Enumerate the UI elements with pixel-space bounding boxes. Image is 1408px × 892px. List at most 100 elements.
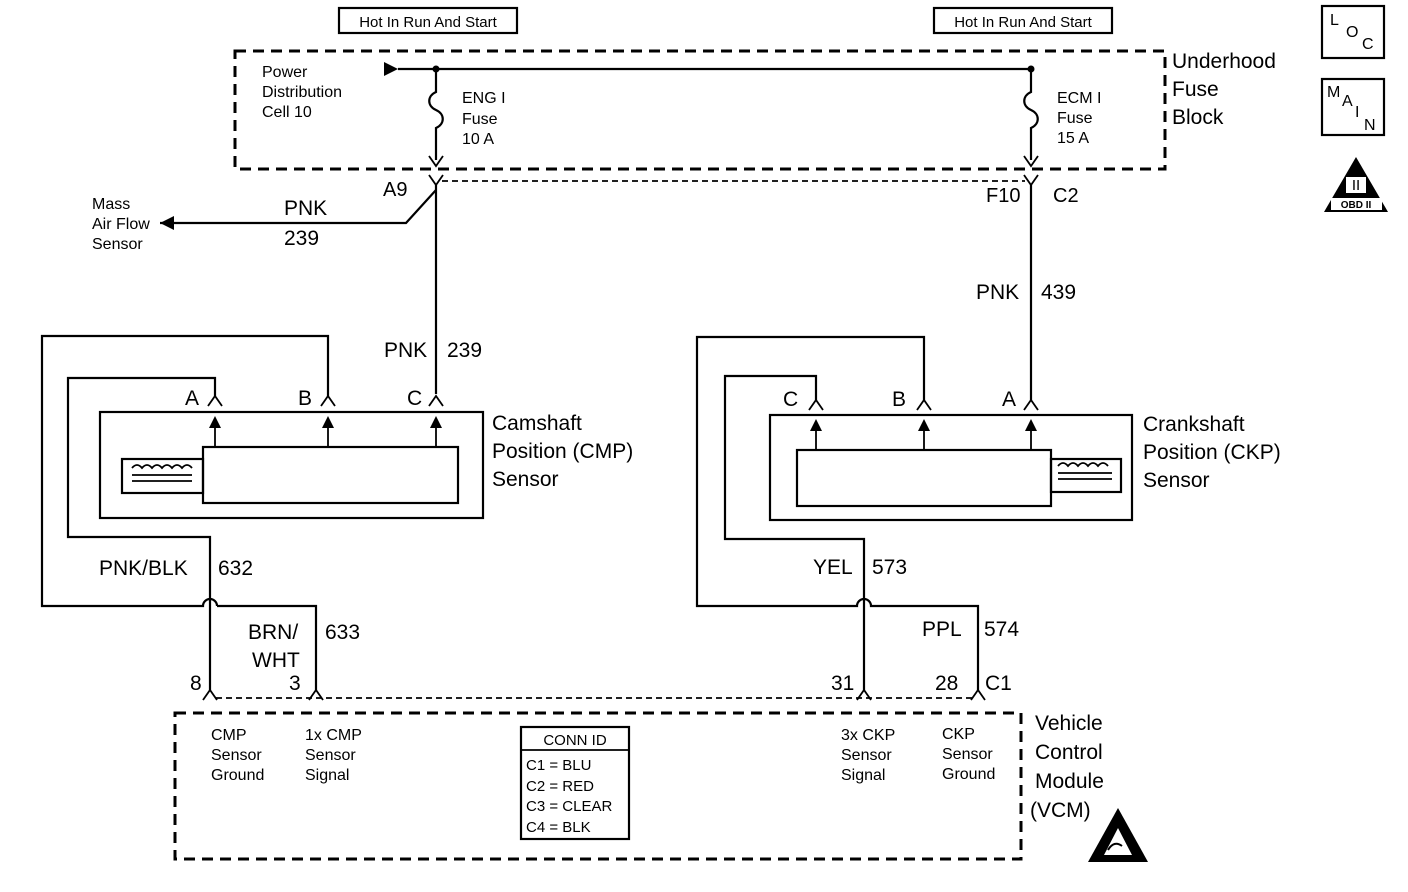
ecm-fuse-label: ECM I Fuse 15 A (1057, 90, 1101, 147)
power-bus-arrow-icon (384, 62, 398, 76)
svg-text:Signal: Signal (841, 767, 885, 784)
svg-text:Air Flow: Air Flow (92, 216, 150, 233)
svg-text:Distribution: Distribution (262, 84, 342, 101)
vcm-ckp-signal-label: 3x CKP Sensor Signal (841, 727, 895, 784)
wire-brn-wht-633 (217, 604, 318, 690)
svg-text:Cell 10: Cell 10 (262, 104, 312, 121)
connector-c2: C2 (1053, 185, 1079, 207)
svg-text:Sensor: Sensor (1143, 469, 1210, 492)
eng-fuse-icon (428, 69, 444, 160)
svg-text:Signal: Signal (305, 767, 349, 784)
svg-text:I: I (1355, 104, 1359, 121)
eng-fuse-terminal-icon (428, 155, 444, 168)
vcm-ckp-ground-label: CKP Sensor Ground (942, 726, 995, 783)
svg-text:Position (CKP): Position (CKP) (1143, 441, 1281, 464)
cmp-feed-wire-color: PNK (384, 339, 427, 362)
ckp-ground-wire-circuit: 574 (984, 618, 1019, 641)
svg-text:1x CMP: 1x CMP (305, 727, 362, 744)
wire-pnk-blk-632 (66, 376, 217, 690)
maf-arrow-icon (160, 216, 174, 230)
svg-text:Control: Control (1035, 741, 1103, 764)
a9-terminal-icon (428, 174, 444, 187)
cmp-ground-wire-circuit: 632 (218, 557, 253, 580)
connector-c1: C1 (985, 672, 1012, 695)
svg-text:Ground: Ground (942, 766, 995, 783)
wire-ppl-574 (695, 335, 980, 690)
svg-text:O: O (1346, 24, 1358, 41)
ckp-sensor (768, 413, 1134, 522)
cmp-signal-wire-color-1: BRN/ (248, 621, 298, 644)
svg-text:Fuse: Fuse (462, 111, 498, 128)
svg-text:Sensor: Sensor (841, 747, 892, 764)
svg-text:Sensor: Sensor (492, 468, 559, 491)
ckp-pin-arrows-icon (810, 419, 1037, 450)
cmp-pin-b: B (298, 387, 312, 410)
conn-id-table: CONN ID C1 = BLU C2 = RED C3 = CLEAR C4 … (519, 725, 631, 841)
fuse-block-title: Underhood Fuse Block (1172, 50, 1276, 129)
cmp-feed-wire-circuit: 239 (447, 339, 482, 362)
svg-text:N: N (1364, 117, 1376, 134)
f10-terminal-icon (1023, 174, 1039, 187)
svg-text:Module: Module (1035, 770, 1104, 793)
conn-id-row: C4 = BLK (526, 819, 591, 836)
eng-fuse-label: ENG I Fuse 10 A (462, 90, 506, 148)
svg-text:Sensor: Sensor (92, 236, 143, 253)
ckp-feed-wire-color: PNK (976, 281, 1019, 304)
vcm-title: Vehicle Control Module (VCM) (1030, 712, 1104, 822)
ckp-sensor-title: Crankshaft Position (CKP) Sensor (1143, 413, 1281, 492)
ckp-ground-wire-color: PPL (922, 618, 962, 641)
svg-text:Fuse: Fuse (1057, 110, 1093, 127)
hot-label-right-box (932, 6, 1114, 35)
cmp-sensor (98, 410, 485, 520)
wire-yel-573 (723, 374, 866, 690)
svg-text:Ground: Ground (211, 767, 264, 784)
maf-wire-color: PNK (284, 197, 327, 220)
svg-text:C: C (1362, 36, 1374, 53)
vcm-cmp-signal-label: 1x CMP Sensor Signal (305, 727, 362, 784)
svg-text:Sensor: Sensor (305, 747, 356, 764)
vcm-outline (173, 711, 1023, 861)
ckp-pin-c: C (783, 388, 798, 411)
cmp-signal-wire-circuit: 633 (325, 621, 360, 644)
vcm-pin-28: 28 (935, 672, 958, 695)
ckp-feed-wire-circuit: 439 (1041, 281, 1076, 304)
svg-text:ENG I: ENG I (462, 90, 506, 107)
vcm-pin-terminals-icon (202, 688, 986, 701)
conn-id-row: C1 = BLU (526, 757, 591, 774)
power-distribution-label: Power Distribution Cell 10 (262, 64, 342, 121)
svg-text:OBD II: OBD II (1341, 200, 1372, 211)
obd-ii-icon[interactable]: II OBD II (1324, 157, 1388, 212)
hot-label-left: Hot In Run And Start (359, 14, 497, 31)
vcm-pin-3: 3 (289, 672, 301, 695)
ecm-fuse-terminal-icon (1023, 155, 1039, 168)
ckp-signal-wire-circuit: 573 (872, 556, 907, 579)
terminal-a9: A9 (383, 179, 407, 201)
cmp-pin-arrows-icon (209, 416, 442, 447)
svg-text:Block: Block (1172, 106, 1224, 129)
hot-label-right: Hot In Run And Start (954, 14, 1092, 31)
cmp-pin-c: C (407, 387, 422, 410)
vcm-pin-31: 31 (831, 672, 854, 695)
vcm-cmp-ground-label: CMP Sensor Ground (211, 727, 264, 784)
conn-id-row: C3 = CLEAR (526, 798, 612, 815)
svg-text:A: A (1342, 93, 1353, 110)
svg-text:3x CKP: 3x CKP (841, 727, 895, 744)
svg-text:10 A: 10 A (462, 131, 494, 148)
svg-text:Fuse: Fuse (1172, 78, 1219, 101)
wire-cmp-b (40, 334, 330, 608)
svg-text:Camshaft: Camshaft (492, 412, 582, 435)
svg-text:Sensor: Sensor (942, 746, 993, 763)
cmp-ground-wire-color: PNK/BLK (99, 557, 188, 580)
maf-sensor-label: Mass Air Flow Sensor (92, 196, 150, 253)
svg-text:CKP: CKP (942, 726, 975, 743)
esd-warning-icon (1088, 808, 1148, 862)
fuse-block-outline (233, 49, 1167, 171)
conn-id-row: C2 = RED (526, 778, 594, 795)
loc-icon[interactable]: L O C (1320, 4, 1386, 60)
svg-text:15 A: 15 A (1057, 130, 1089, 147)
ckp-pin-a: A (1002, 388, 1016, 411)
hot-label-left-box (337, 6, 519, 35)
conn-id-title: CONN ID (543, 732, 607, 749)
main-icon[interactable]: M A I N (1320, 77, 1386, 137)
